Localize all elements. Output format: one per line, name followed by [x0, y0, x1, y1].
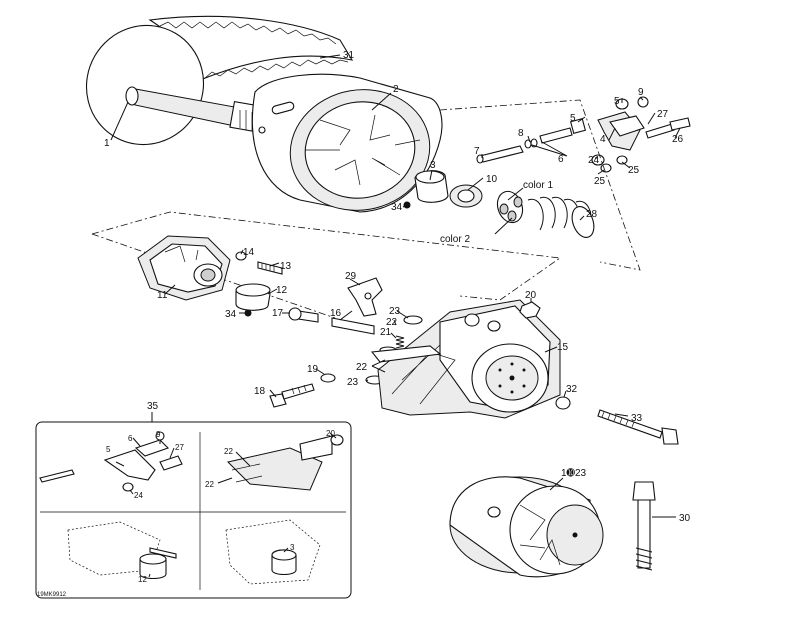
callout-25a: 25	[594, 176, 606, 187]
kit-callout-27: 27	[175, 443, 184, 452]
callout-8: 8	[518, 128, 524, 139]
leader-lines	[110, 54, 681, 578]
callout-14: 14	[243, 247, 255, 258]
callout-9: 9	[638, 87, 644, 98]
callout-33: 33	[631, 413, 643, 424]
callout-18: 18	[254, 386, 266, 397]
callout-6: 6	[558, 154, 564, 165]
color-1-label: color 1	[523, 180, 553, 191]
callout-30: 30	[679, 513, 691, 524]
color-2-label: color 2	[440, 234, 470, 245]
movable-sheave	[251, 73, 443, 213]
callout-34a: 34	[391, 202, 403, 213]
callout-34b: 34	[225, 309, 237, 320]
callout-12: 12	[276, 285, 288, 296]
callout-28: 28	[586, 209, 598, 220]
callout-21: 21	[380, 327, 392, 338]
kit-callout-3: 3	[290, 543, 295, 552]
callout-23b: 23	[347, 377, 359, 388]
callout-25b: 25	[628, 165, 640, 176]
callout-17: 17	[272, 308, 284, 319]
callout-26: 26	[672, 134, 684, 145]
callout-1-to-23: 1➓23	[561, 468, 587, 479]
subassembly-outline	[91, 211, 562, 301]
callout-10: 10	[486, 174, 498, 185]
callout-23a: 23	[389, 306, 401, 317]
callout-22a: 22	[386, 317, 398, 328]
kit-callout-22a: 22	[224, 447, 233, 456]
callout-7: 7	[474, 146, 480, 157]
callout-5b: 5	[614, 96, 620, 107]
cam-hub	[137, 235, 283, 317]
callout-29: 29	[345, 271, 357, 282]
callout-22b: 22	[356, 362, 368, 373]
cam-arm-assembly	[476, 96, 691, 173]
kit-callout-12: 12	[138, 575, 147, 584]
assembled-driven-pulley	[449, 476, 604, 578]
kit-callout-20: 20	[326, 429, 335, 438]
callout-3: 3	[430, 160, 436, 171]
callout-1: 1	[104, 138, 110, 149]
kit-inset	[35, 421, 352, 599]
nut-20	[519, 301, 541, 319]
bushing-seal-spring	[403, 170, 595, 238]
bolt-30	[632, 481, 656, 571]
kit-callout-5: 5	[106, 445, 111, 454]
callout-13: 13	[280, 261, 292, 272]
callout-35: 35	[147, 401, 159, 412]
kit-callout-9: 9	[156, 430, 161, 439]
callout-20: 20	[525, 290, 537, 301]
sheave-cover	[370, 299, 561, 419]
long-bolt-33	[597, 409, 679, 445]
washer-32	[555, 396, 571, 410]
callout-2: 2	[393, 84, 399, 95]
kit-callout-24: 24	[134, 491, 143, 500]
callout-11: 11	[157, 290, 168, 301]
callout-15: 15	[557, 342, 569, 353]
callout-19: 19	[307, 364, 319, 375]
kit-callout-labels: 5 9 6 27 24 22 22 20 12 3	[106, 429, 335, 584]
callout-16: 16	[330, 308, 342, 319]
callout-labels: 1 2 3 4 5 5 6 7 8 9 10 11 12 13 14 15 16…	[104, 50, 691, 524]
drawing-code: 19MK9912	[37, 592, 67, 598]
kit-callout-22b: 22	[205, 480, 214, 489]
callout-31: 31	[343, 50, 355, 61]
callout-5a: 5	[570, 113, 576, 124]
bolt-18	[269, 373, 336, 408]
kit-callout-6: 6	[128, 434, 133, 443]
callout-4: 4	[600, 134, 606, 145]
callout-32: 32	[566, 384, 578, 395]
callout-27: 27	[657, 109, 669, 120]
callout-24: 24	[588, 155, 600, 166]
